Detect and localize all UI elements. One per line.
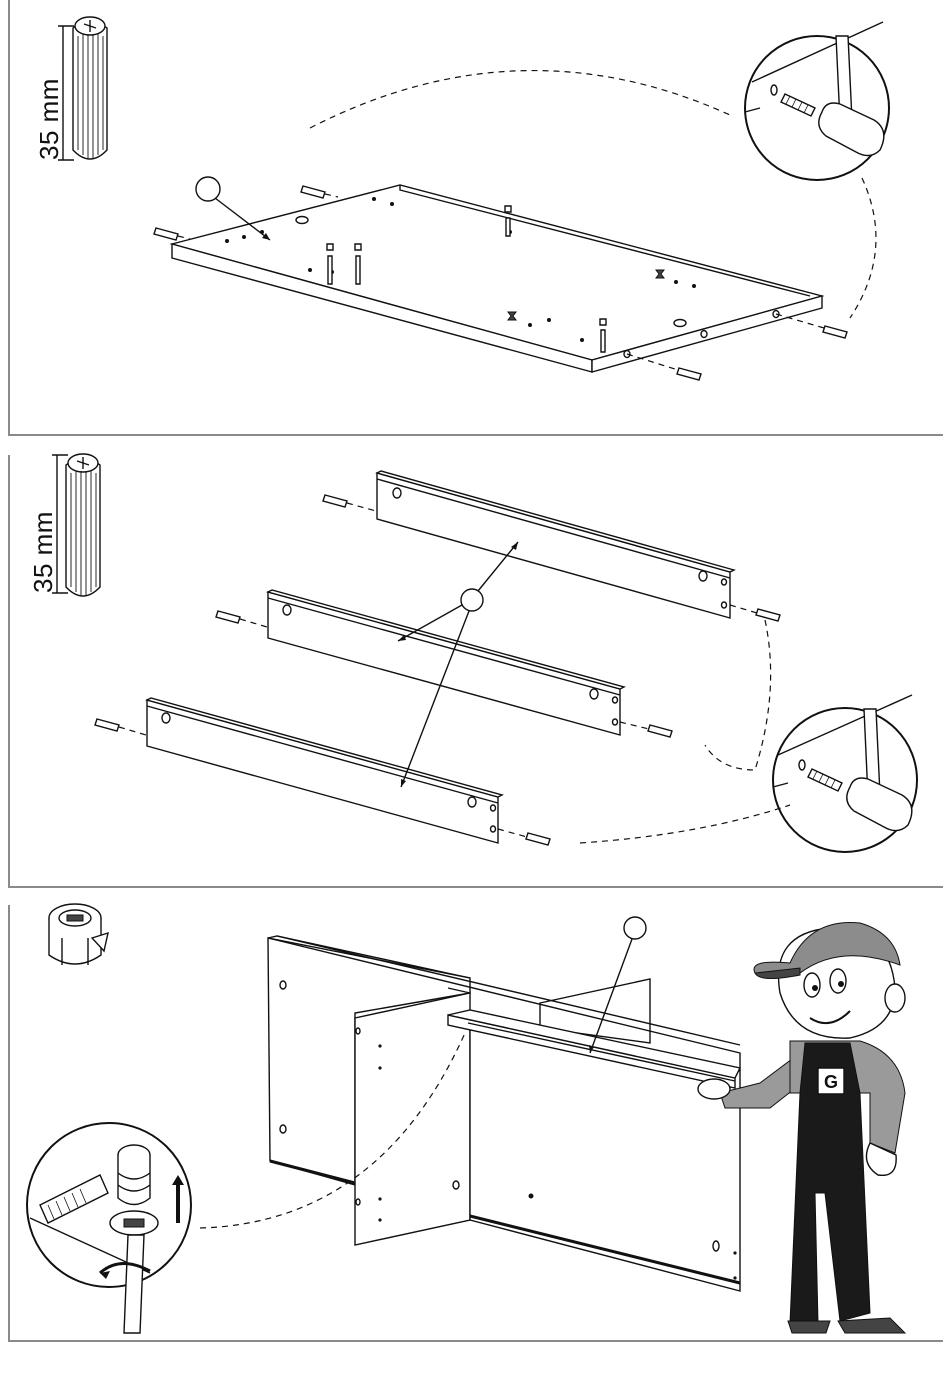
detail-circle-hammer — [773, 695, 917, 852]
leader-line — [580, 805, 790, 843]
dowel-icon — [66, 454, 100, 596]
detail-circle-cam — [27, 1123, 191, 1333]
step-1-panel: 35 mm — [0, 0, 950, 440]
dowel-icon — [73, 17, 107, 159]
rail-2 — [268, 590, 624, 735]
mascot-badge-letter: G — [824, 1072, 838, 1092]
rail-3 — [147, 698, 502, 843]
step-3-drawing: G — [0, 893, 950, 1378]
bottom-panel — [172, 185, 822, 372]
rail-1 — [377, 471, 734, 618]
step-2-panel: 35 mm — [0, 445, 950, 890]
step-1-drawing — [0, 0, 950, 440]
leader-line — [310, 71, 730, 128]
cam-lock-icon — [49, 904, 108, 965]
dowel-length-label: 35 mm — [34, 78, 65, 160]
step-3-panel: G — [0, 893, 950, 1378]
step-2-drawing — [0, 445, 950, 890]
dowel-length-label: 35 mm — [28, 511, 59, 593]
leader-line — [850, 178, 876, 318]
detail-circle-hammer — [745, 22, 889, 180]
leader-line — [705, 620, 771, 770]
